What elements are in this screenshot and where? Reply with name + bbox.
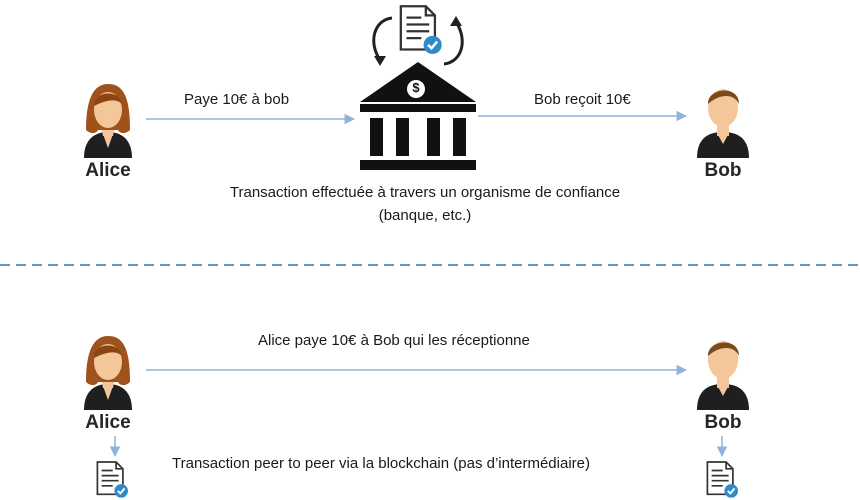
bob-top-name: Bob bbox=[704, 160, 742, 181]
bottom-arrow-label: Alice paye 10€ à Bob qui les réceptionne bbox=[258, 332, 530, 349]
bob-bottom-name: Bob bbox=[704, 412, 742, 433]
top-caption-line1: Transaction effectuée à travers un organ… bbox=[229, 184, 621, 201]
bank-icon bbox=[360, 62, 476, 170]
alice-bottom-name: Alice bbox=[85, 412, 131, 433]
bottom-caption: Transaction peer to peer via la blockcha… bbox=[172, 455, 590, 472]
arrow-left-label: Paye 10€ à bob bbox=[184, 91, 290, 108]
document-check-icon-bob bbox=[704, 460, 738, 498]
document-check-icon-alice bbox=[94, 460, 128, 498]
top-caption-line2: (banque, etc.) bbox=[378, 207, 472, 224]
alice-top-name: Alice bbox=[85, 160, 131, 181]
bank-dollar-symbol: $ bbox=[412, 80, 420, 95]
cycle-arrows-icon bbox=[372, 16, 464, 66]
arrow-right-label: Bob reçoit 10€ bbox=[534, 91, 631, 108]
